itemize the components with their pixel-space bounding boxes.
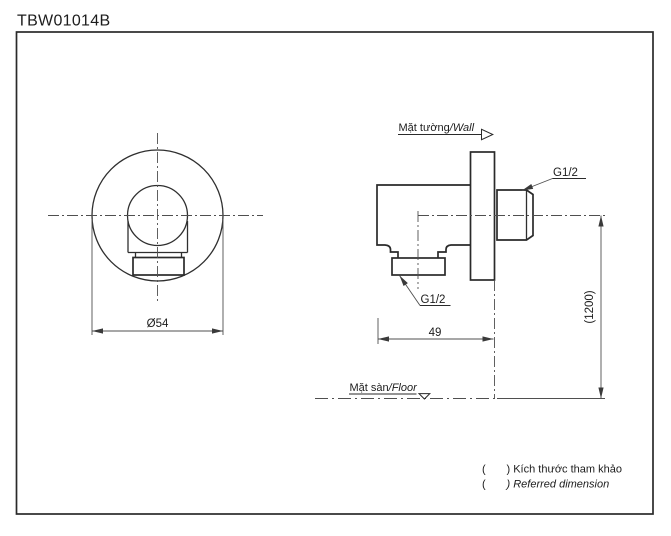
floor-label-en: /Floor <box>388 382 418 394</box>
wall-surface-label: Mặt tường/Wall <box>399 122 475 134</box>
wall-flange-side <box>469 151 496 281</box>
wall-label-vi: Mặt tường <box>399 122 450 134</box>
thread-wall-label: G1/2 <box>553 167 578 179</box>
note-line1-open-paren: ( <box>482 464 486 476</box>
note-line2-text: ) Referred dimension <box>505 479 610 491</box>
diameter-dimension-label: Ø54 <box>147 318 169 330</box>
nut-front <box>132 256 185 276</box>
front-view: Ø54 <box>48 133 263 335</box>
floor-datum-triangle-icon <box>417 393 432 400</box>
floor-surface-label: Mặt sàn/Floor <box>350 382 419 394</box>
wall-label-en: /Wall <box>449 122 475 134</box>
note-line1-text: ) Kích thước tham khảo <box>507 464 622 476</box>
height-dimension-label: (1200) <box>584 290 596 323</box>
drawing-frame <box>15 31 654 515</box>
thread-wall-leader <box>521 178 553 191</box>
floor-label-vi: Mặt sàn <box>350 382 389 394</box>
thread-shower-label: G1/2 <box>421 294 446 306</box>
nut-side <box>391 257 446 276</box>
body-side-outline-right <box>437 244 471 258</box>
wall-arrow-icon <box>481 128 494 141</box>
side-view: Mặt tường/Wall G1/2 G1/2 49 (1200) Mặt s… <box>315 122 605 400</box>
diameter-extension-lines <box>91 219 224 335</box>
depth-dimension-label: 49 <box>429 327 442 339</box>
reference-note: ( ) Kích thước tham khảo ( ) Referred di… <box>482 464 622 491</box>
page-title: TBW01014B <box>17 13 110 30</box>
thread-shower-leader <box>399 275 421 306</box>
body-side-outline-left <box>376 184 471 258</box>
wall-outlet-side <box>496 189 534 241</box>
note-line2-open-paren: ( <box>482 479 486 491</box>
